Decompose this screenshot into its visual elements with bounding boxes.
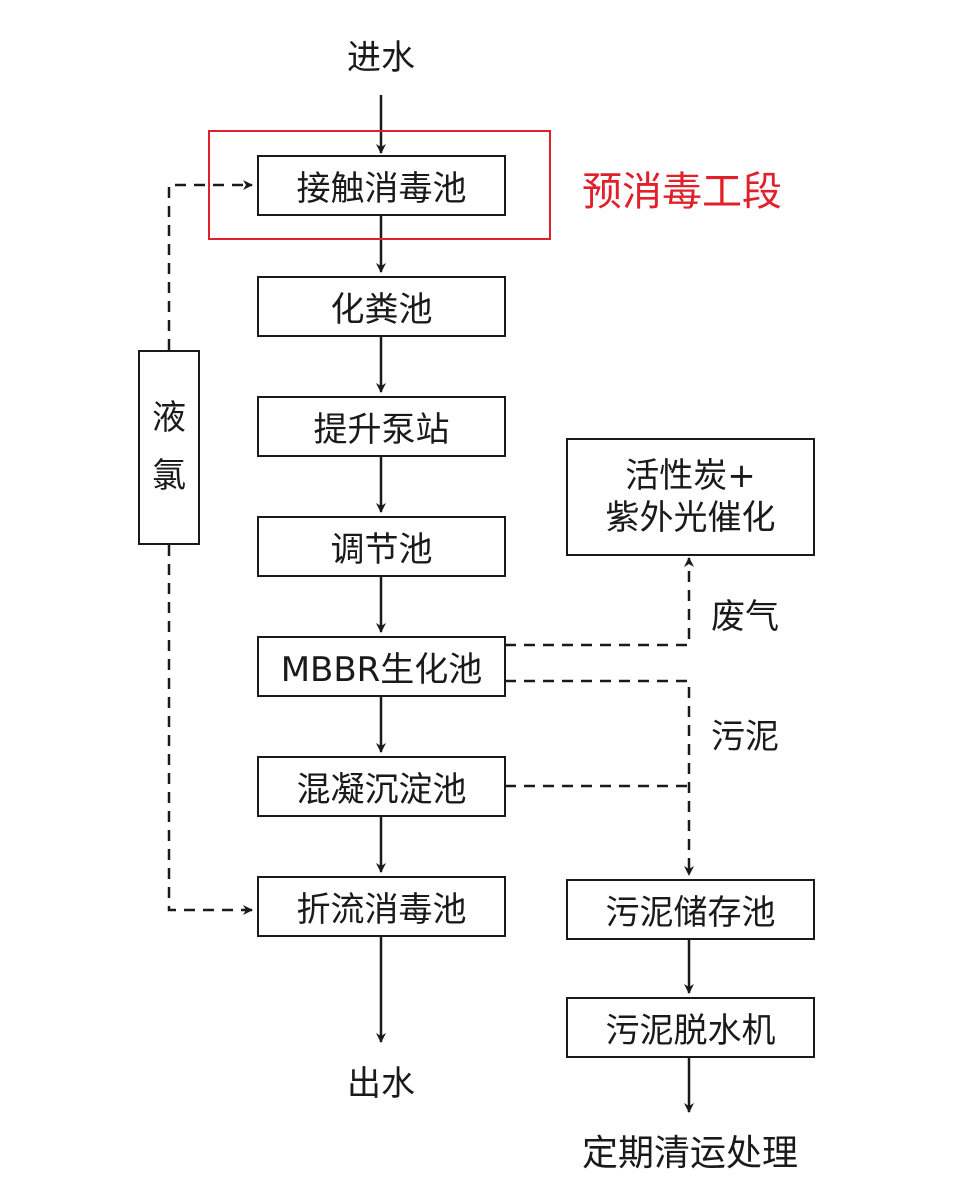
sludge-storage-tank: 污泥储存池 [566,879,815,940]
liquid-chlorine-char-1: 液 [152,397,186,438]
stage-title: 预消毒工段 [582,169,782,215]
liquid-chlorine-char-2: 氯 [152,455,186,496]
gas-treatment-line-2: 紫外光催化 [605,498,776,538]
liquid-chlorine-box: 液 氯 [138,350,200,545]
dosing-line-lower [167,545,253,915]
sludge-dewatering-machine: 污泥脱水机 [566,997,815,1058]
contact-disinfection-tank: 接触消毒池 [257,155,506,216]
sludge-label: 污泥 [711,717,779,757]
septic-tank: 化粪池 [257,276,506,337]
sludge-line-mbbr [505,679,694,876]
inlet-label: 进水 [347,38,415,78]
equalization-tank: 调节池 [257,516,506,577]
periodic-removal-label: 定期清运处理 [581,1133,798,1174]
gas-treatment-line-1: 活性炭+ [625,455,756,496]
lift-pump-station: 提升泵站 [257,396,506,457]
waste-gas-label: 废气 [711,597,779,637]
activated-carbon-uv-box: 活性炭+ 紫外光催化 [566,438,815,556]
baffled-disinfection-tank: 折流消毒池 [257,876,506,937]
gas-line [505,557,694,647]
outlet-label: 出水 [347,1064,415,1104]
pre-disinfection-highlight [208,130,551,240]
coagulation-settling-tank: 混凝沉淀池 [257,756,506,817]
mbbr-biochemical-tank: MBBR生化池 [257,636,506,697]
